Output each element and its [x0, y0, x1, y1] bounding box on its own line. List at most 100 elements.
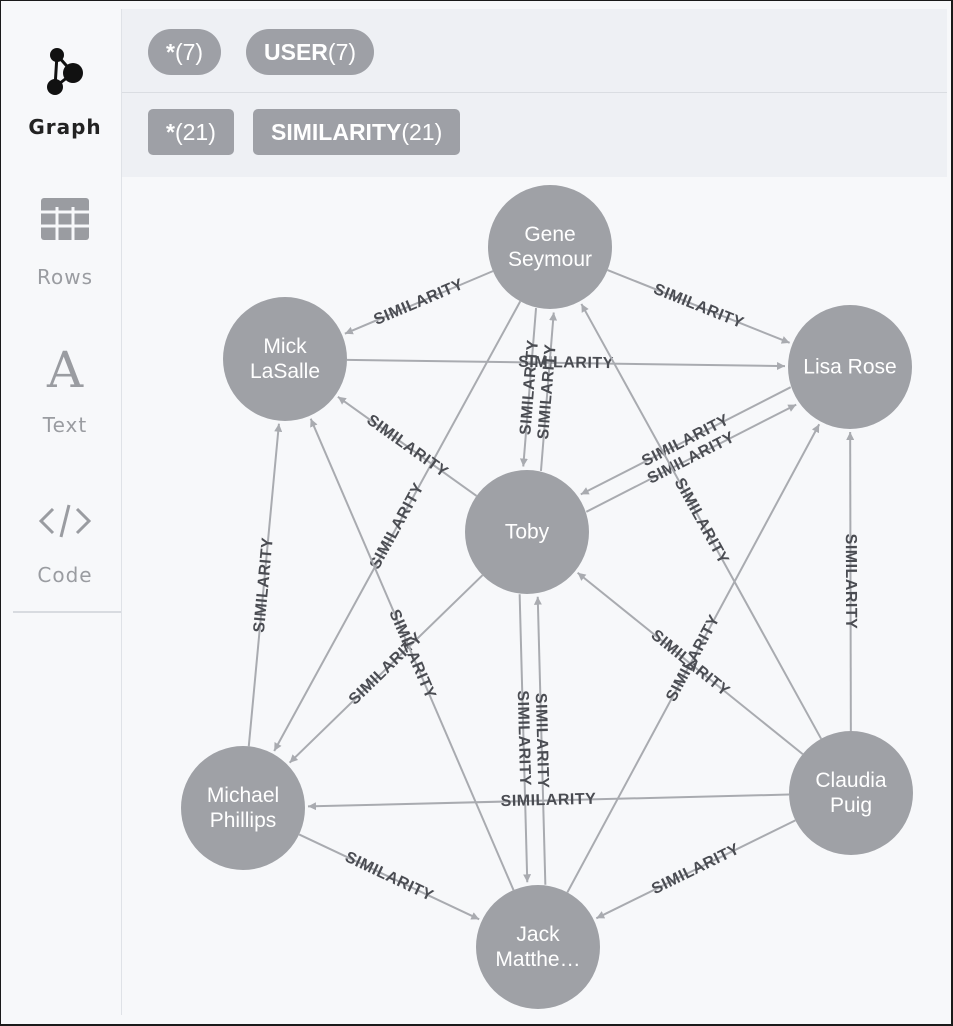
relationship-label: SIMILARITY	[842, 534, 859, 630]
relationship-label: SIMILARITY	[367, 480, 428, 572]
node-circle[interactable]	[465, 470, 589, 594]
code-brackets-icon	[38, 504, 92, 538]
relationship-line[interactable]	[580, 303, 822, 740]
relationship-label: SIMILARITY	[671, 475, 732, 567]
relationship-line[interactable]	[576, 571, 804, 755]
relationship-mick-lisa[interactable]: SIMILARITY	[346, 354, 786, 372]
node-circle[interactable]	[789, 731, 913, 855]
relationship-line[interactable]	[595, 819, 796, 920]
node-caption: LaSalle	[250, 360, 320, 383]
header-row-divider	[122, 92, 947, 93]
relationship-line[interactable]	[580, 386, 792, 496]
relationship-line[interactable]	[344, 270, 494, 335]
relationship-line[interactable]	[346, 358, 786, 370]
relationship-gene-lisa[interactable]: SIMILARITY	[607, 269, 791, 344]
rows-view-label: Rows	[36, 265, 93, 289]
node-label-all-name: *	[166, 39, 175, 65]
relationship-label: SIMILARITY	[648, 627, 733, 700]
relationship-michael-jack[interactable]: SIMILARITY	[298, 833, 480, 921]
relationship-line[interactable]	[337, 395, 478, 497]
node-caption: Jack	[516, 923, 560, 946]
relationship-line[interactable]	[519, 307, 538, 467]
relationship-line[interactable]	[566, 423, 821, 893]
node-lisa[interactable]: Lisa Rose	[788, 305, 912, 429]
relationship-line[interactable]	[607, 269, 791, 344]
relationship-line[interactable]	[288, 574, 484, 764]
node-caption: Phillips	[210, 809, 277, 832]
relationship-toby-mick[interactable]: SIMILARITY	[337, 395, 478, 497]
relationship-line[interactable]	[309, 418, 515, 891]
svg-text:A: A	[46, 343, 84, 399]
rel-type-all-name: *	[166, 119, 175, 145]
relationship-claudia-toby[interactable]: SIMILARITY	[576, 571, 804, 755]
node-caption: Mick	[263, 335, 307, 358]
graph-icon	[47, 48, 83, 95]
relationship-line[interactable]	[533, 596, 547, 885]
text-A-icon: A	[46, 343, 84, 399]
relationship-line[interactable]	[273, 300, 522, 752]
rel-type-similarity-pill[interactable]: SIMILARITY(21)	[253, 109, 461, 155]
relationship-label: SIMILARITY	[500, 791, 596, 810]
node-caption: Matthe…	[495, 948, 580, 971]
graph-view-label: Graph	[28, 115, 102, 139]
view-mode-sidebar: Graph Rows A Text Code	[9, 9, 122, 1015]
relationship-toby-gene[interactable]: SIMILARITY	[535, 312, 560, 472]
rel-type-similarity-name: SIMILARITY	[271, 119, 402, 145]
node-circle[interactable]	[788, 305, 912, 429]
node-label-all-count: (7)	[174, 39, 204, 65]
relationship-label: SIMILARITY	[251, 537, 277, 634]
relationship-michael-mick[interactable]: SIMILARITY	[247, 423, 283, 747]
relationship-label: SIMILARITY	[363, 412, 451, 481]
node-label-user-pill[interactable]: USER(7)	[246, 29, 375, 75]
relationship-line[interactable]	[247, 423, 283, 747]
node-circle[interactable]	[223, 297, 347, 421]
graph-view-button[interactable]: Graph	[9, 45, 121, 175]
node-caption: Claudia	[815, 769, 887, 792]
code-view-label: Code	[37, 563, 93, 587]
relationship-claudia-michael[interactable]: SIMILARITY	[307, 791, 790, 811]
node-circle[interactable]	[488, 185, 612, 309]
relationship-gene-mick[interactable]: SIMILARITY	[344, 270, 494, 335]
rows-view-button[interactable]: Rows	[9, 195, 121, 325]
relationship-line[interactable]	[585, 403, 797, 513]
node-label-all-pill[interactable]: *(7)	[148, 29, 222, 75]
relationship-toby-jack[interactable]: SIMILARITY	[514, 594, 534, 883]
relationship-line[interactable]	[539, 312, 558, 472]
node-toby[interactable]: Toby	[465, 470, 589, 594]
result-overview-header: *(7) USER(7) *(21) SIMILARITY(21)	[122, 9, 947, 177]
node-caption: Lisa Rose	[803, 356, 896, 379]
text-view-label: Text	[42, 413, 88, 437]
relationship-label: SIMILARITY	[649, 841, 742, 898]
relationship-line[interactable]	[298, 833, 480, 921]
rel-type-all-count: (21)	[174, 119, 216, 145]
node-circle[interactable]	[476, 885, 600, 1009]
text-view-button[interactable]: A Text	[9, 343, 121, 473]
relationship-label: SIMILARITY	[514, 690, 534, 786]
relationship-label: SIMILARITY	[342, 849, 436, 905]
relationship-label: SIMILARITY	[651, 281, 746, 332]
relationship-label: SIMILARITY	[518, 354, 614, 372]
relationship-line[interactable]	[307, 793, 790, 811]
relationship-line[interactable]	[518, 594, 532, 883]
table-grid-icon	[41, 198, 89, 240]
relationship-label: SIMILARITY	[532, 693, 552, 789]
rel-type-all-pill[interactable]: *(21)	[148, 109, 234, 155]
node-jack[interactable]: JackMatthe…	[476, 885, 600, 1009]
node-caption: Toby	[505, 521, 550, 544]
relationship-claudia-jack[interactable]: SIMILARITY	[595, 819, 796, 920]
node-caption: Seymour	[508, 248, 592, 271]
node-caption: Gene	[524, 223, 575, 246]
relationship-claudia-lisa[interactable]: SIMILARITY	[842, 431, 859, 732]
code-view-button[interactable]: Code	[9, 493, 121, 623]
relationship-line[interactable]	[846, 431, 855, 732]
relationship-jack-toby[interactable]: SIMILARITY	[532, 596, 552, 885]
node-circle[interactable]	[181, 746, 305, 870]
